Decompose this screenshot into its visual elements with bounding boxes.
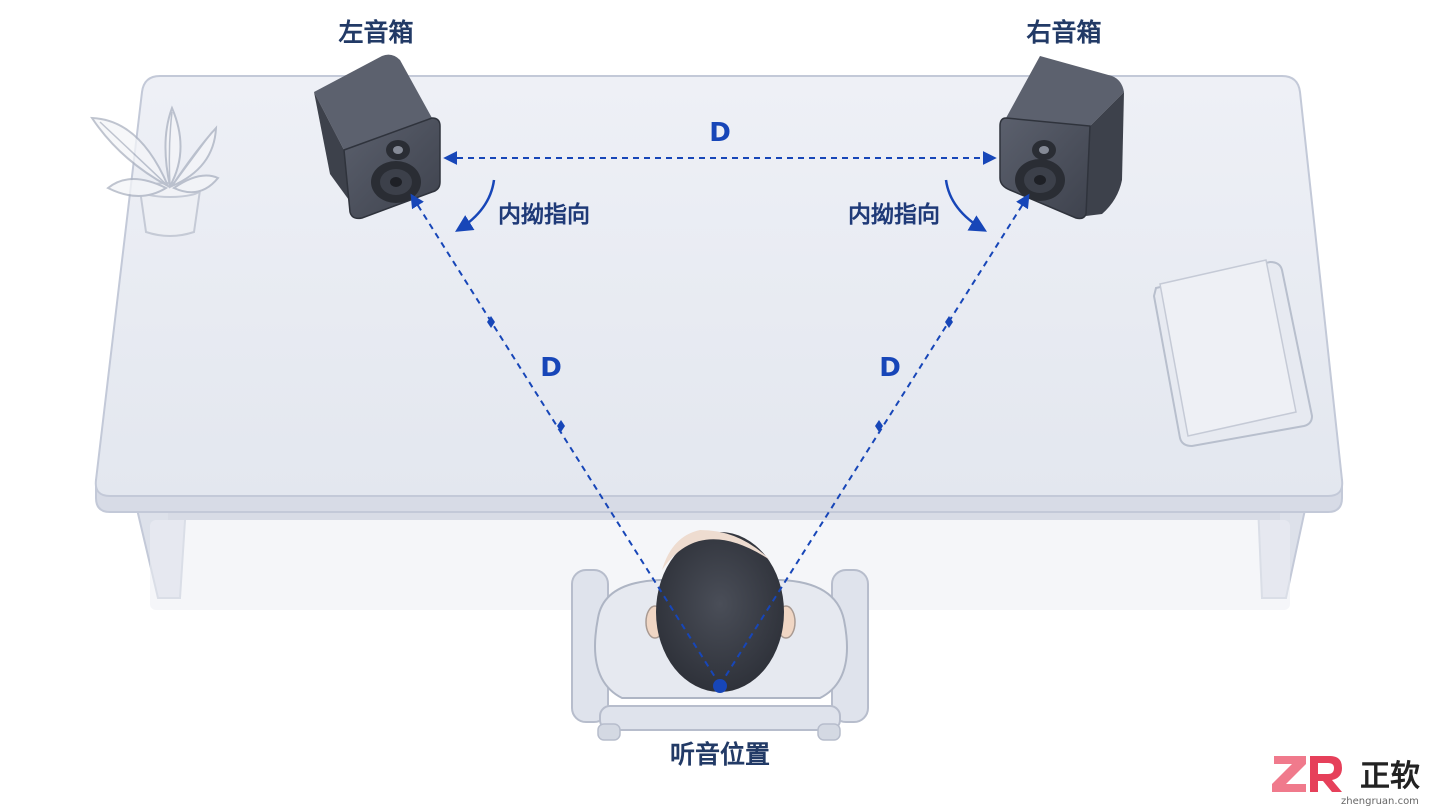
notebook-icon bbox=[1152, 259, 1314, 448]
brand-url: zhengruan.com bbox=[1341, 796, 1419, 807]
distance-label-left: D bbox=[540, 353, 562, 383]
left-speaker-icon bbox=[314, 54, 441, 220]
plant-icon bbox=[90, 105, 220, 237]
brand-name: 正软 bbox=[1360, 759, 1420, 794]
distance-line-right bbox=[719, 193, 1030, 686]
left-woofer bbox=[371, 161, 421, 203]
distance-label-top: D bbox=[709, 118, 731, 148]
right-woofer bbox=[1015, 159, 1065, 201]
logo-mark-z bbox=[1272, 756, 1306, 792]
toe-in-arrow-right bbox=[944, 179, 988, 232]
toe-in-arrow-left bbox=[455, 179, 496, 232]
toe-in-label-left: 内拗指向 bbox=[498, 201, 590, 228]
distance-line-left bbox=[410, 193, 721, 686]
logo-mark-r bbox=[1310, 756, 1342, 792]
listening-position-label: 听音位置 bbox=[670, 740, 770, 769]
right-speaker-label: 右音箱 bbox=[1026, 18, 1101, 47]
listening-point bbox=[713, 679, 727, 693]
triangle-lines bbox=[410, 151, 1030, 686]
left-speaker-label: 左音箱 bbox=[338, 18, 413, 47]
desk bbox=[94, 75, 1344, 610]
distance-label-right: D bbox=[879, 353, 901, 383]
right-speaker-icon bbox=[999, 56, 1124, 220]
person-icon bbox=[594, 530, 848, 699]
brand-logo: 正软 zhengruan.com bbox=[1272, 756, 1420, 807]
toe-in-label-right: 内拗指向 bbox=[848, 201, 940, 228]
left-tweeter bbox=[386, 140, 410, 160]
line-markers bbox=[487, 316, 953, 432]
right-tweeter bbox=[1032, 140, 1056, 160]
chair-icon bbox=[571, 569, 869, 741]
